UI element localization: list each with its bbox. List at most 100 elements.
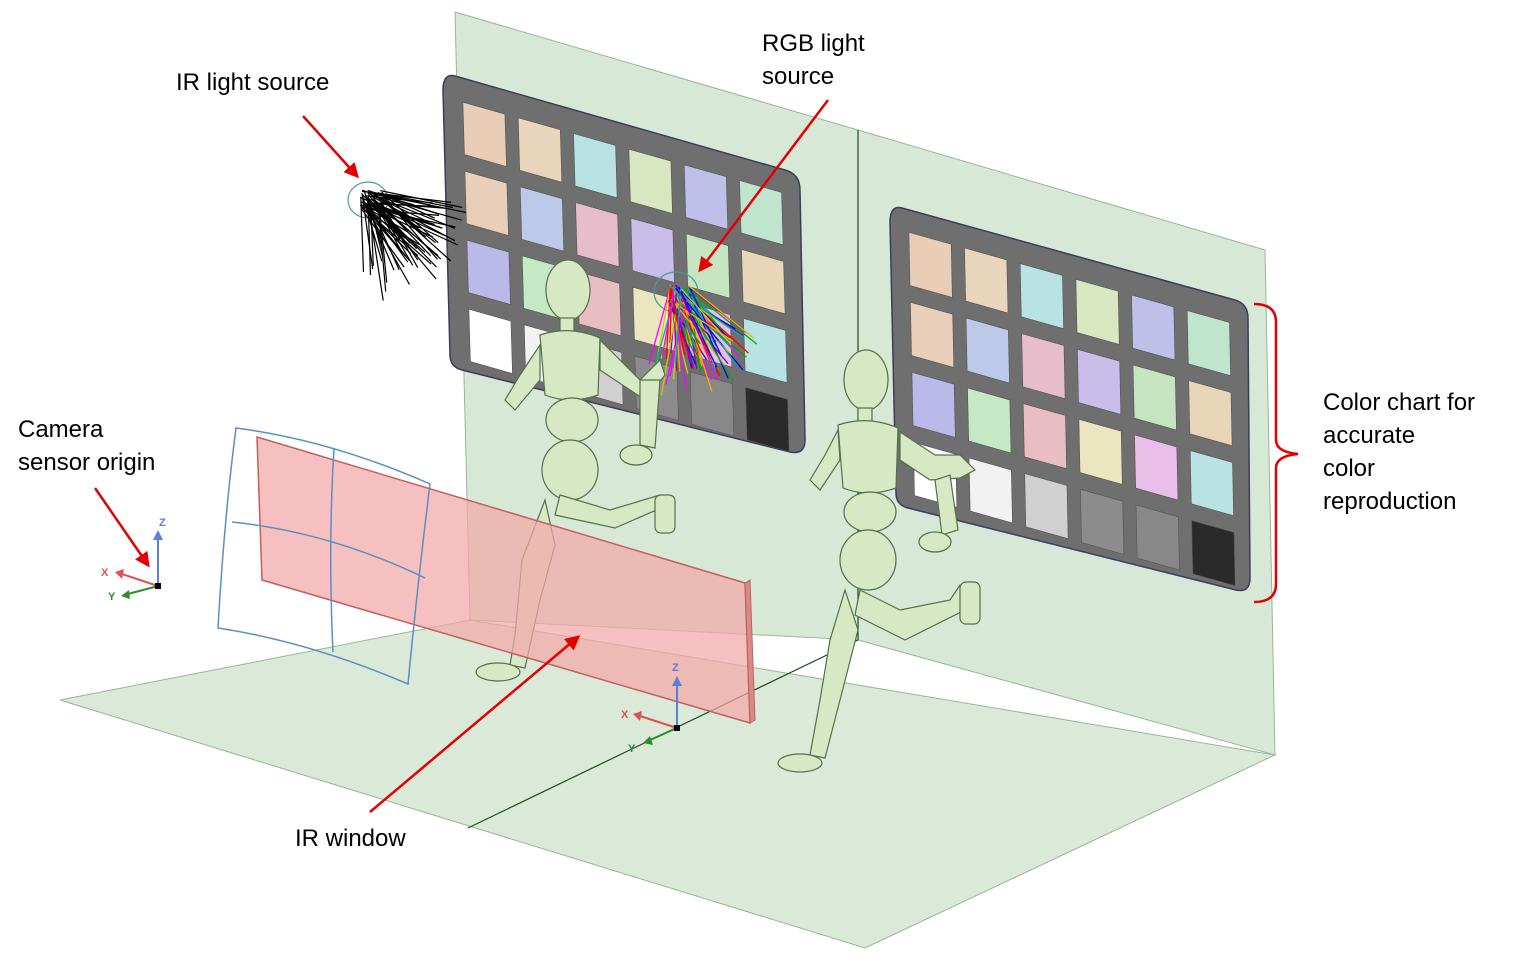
color-patch <box>630 217 675 283</box>
color-patch <box>575 202 620 268</box>
label-camera-line2: sensor origin <box>18 449 156 476</box>
light-ray <box>670 292 694 367</box>
light-ray <box>369 190 419 229</box>
light-ray <box>367 194 411 244</box>
arrow-ir-window <box>369 635 581 813</box>
ir-window <box>256 435 756 725</box>
light-ray <box>689 289 758 345</box>
label-rgb-line2: source <box>762 63 835 90</box>
color-patch <box>1022 403 1067 470</box>
color-patch <box>1075 278 1120 345</box>
light-ray <box>371 194 456 229</box>
label-chart-line2: accurate <box>1323 422 1416 449</box>
light-ray <box>381 194 467 213</box>
color-patch <box>1134 434 1179 501</box>
axis-z-label: Z <box>159 517 166 529</box>
color-patch <box>1188 380 1233 447</box>
label-camera-line1: Camera <box>18 416 104 443</box>
light-ray <box>380 190 463 208</box>
color-patch <box>628 148 673 214</box>
label-rgb-line1: RGB light <box>762 30 865 57</box>
light-ray <box>687 285 754 339</box>
axis-z-label: Z <box>672 662 679 674</box>
label-chart-line3: color <box>1323 455 1376 482</box>
light-ray <box>661 289 675 357</box>
light-ray <box>378 204 388 283</box>
color-patch <box>689 371 735 437</box>
light-ray <box>382 193 454 209</box>
light-ray <box>367 189 439 215</box>
light-ray <box>660 303 678 396</box>
color-patch <box>1019 263 1064 330</box>
light-ray <box>688 293 729 379</box>
light-ray <box>675 303 734 342</box>
camera-sensor-frame <box>217 427 431 686</box>
color-patch <box>683 164 729 230</box>
light-ray <box>377 205 414 266</box>
color-patch <box>1021 333 1066 400</box>
axis-x-label: X <box>101 567 109 579</box>
color-patch <box>968 457 1013 524</box>
mannequin-left <box>475 259 676 682</box>
light-ray <box>367 196 372 276</box>
color-patch <box>1078 418 1123 485</box>
light-ray <box>680 302 712 365</box>
light-ray <box>380 208 459 246</box>
label-color-chart: Color chart for accurate color reproduct… <box>1323 386 1475 518</box>
light-ray <box>669 299 688 377</box>
color-chart-right <box>908 231 1236 587</box>
color-patch <box>910 301 955 368</box>
label-chart-line4: reproduction <box>1323 488 1457 515</box>
color-patch <box>573 133 618 199</box>
mannequin-right <box>777 349 981 773</box>
color-patch <box>1131 294 1176 361</box>
label-rgb-light-source: RGB light source <box>762 27 865 93</box>
color-patch <box>1135 504 1180 571</box>
color-patch <box>965 317 1010 384</box>
light-ray <box>689 286 722 357</box>
light-ray <box>674 286 682 365</box>
label-chart-line1: Color chart for <box>1323 389 1476 416</box>
color-patch <box>741 249 786 315</box>
rgb-light-source <box>648 271 758 396</box>
axis-y-label: Y <box>628 743 636 755</box>
axis-triad-scene: Z X Y <box>621 662 682 755</box>
label-ir-window: IR window <box>295 825 406 852</box>
axis-x-label: X <box>621 709 629 721</box>
color-patch <box>1191 520 1236 587</box>
color-patch <box>1132 364 1177 431</box>
color-patch <box>519 186 565 252</box>
color-patch <box>517 117 563 183</box>
arrow-camera <box>93 487 150 568</box>
color-patch <box>964 247 1009 314</box>
axis-y-label: Y <box>108 591 116 603</box>
light-ray <box>373 208 456 228</box>
light-ray <box>360 197 365 273</box>
color-patch <box>1186 310 1231 377</box>
color-patch <box>967 387 1012 454</box>
color-chart-bracket <box>1253 302 1299 604</box>
color-patch <box>1080 488 1125 555</box>
light-ray <box>678 286 718 368</box>
color-patch <box>466 239 511 305</box>
light-ray <box>362 203 434 238</box>
light-ray <box>667 299 697 365</box>
label-ir-light-source: IR light source <box>176 69 330 96</box>
color-patch <box>745 387 790 453</box>
light-ray <box>654 291 677 368</box>
arrow-rgb-light <box>698 99 829 273</box>
label-camera-sensor-origin: Camera sensor origin <box>18 413 155 479</box>
color-patch <box>911 371 956 438</box>
axis-triad-camera: Z X Y <box>101 517 166 603</box>
light-ray <box>679 290 705 346</box>
ir-light-source <box>347 181 467 301</box>
light-ray <box>648 292 670 365</box>
color-patch <box>1189 450 1234 517</box>
light-ray <box>681 288 732 346</box>
color-patch <box>1024 473 1069 540</box>
color-patch <box>1077 348 1122 415</box>
arrow-ir-light <box>302 115 360 179</box>
color-patch <box>908 231 953 298</box>
color-patch <box>462 101 507 167</box>
